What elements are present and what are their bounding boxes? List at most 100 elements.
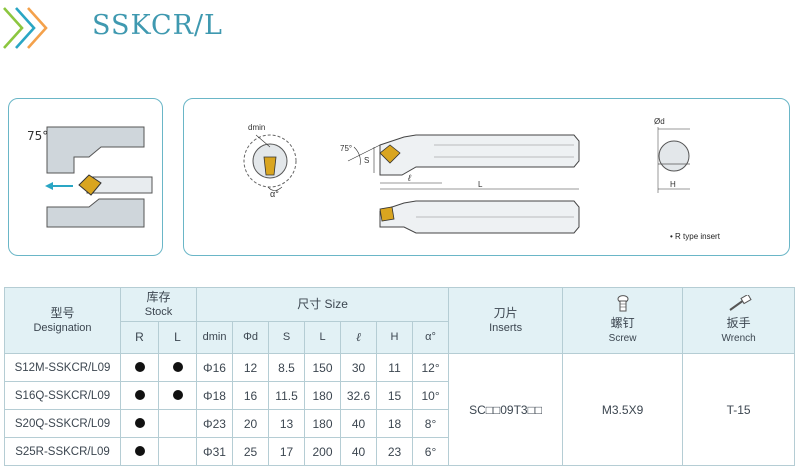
h-cell: 11	[376, 353, 414, 382]
feed-arrow-icon	[45, 182, 53, 190]
s-cell: 8.5	[268, 353, 306, 382]
d-cell: 25	[232, 437, 270, 466]
h-label: H	[670, 180, 676, 189]
od-label: Ød	[654, 117, 665, 126]
dmin-leader	[255, 134, 271, 148]
page-title: SSKCR/L	[92, 10, 223, 41]
in-stock-dot-icon	[134, 417, 145, 428]
screw-cell: M3.5X9	[562, 353, 684, 466]
workpiece-lower	[46, 198, 145, 228]
dmin-cell: Φ31	[196, 437, 234, 466]
stock-header: 库存 Stock	[119, 287, 198, 322]
r-stock-cell	[120, 353, 159, 382]
in-stock-dot-icon	[172, 361, 183, 372]
approach-angle-label: 75°	[27, 129, 49, 143]
r-stock-cell	[120, 409, 159, 438]
shank-cross-section	[658, 140, 690, 172]
wrench-icon	[728, 295, 752, 311]
insert-top-icon	[379, 206, 395, 222]
stock-r-header: R	[120, 321, 159, 354]
insert-cell: SC□□09T3□□	[448, 353, 564, 466]
ell-cell: 32.6	[340, 381, 378, 410]
inserts-header-cn: 刀片	[493, 305, 518, 320]
table-row: S16Q-SSKCR/L09 Φ18 16 11.5 180 32.6 15 1…	[4, 381, 795, 410]
ell-header: ℓ	[340, 321, 378, 354]
designation-header-en: Designation	[33, 321, 92, 334]
screw-header-en: Screw	[608, 333, 637, 344]
insert-type-note: • R type insert	[670, 232, 720, 241]
length-cell: 180	[304, 381, 342, 410]
alpha-cell: 6°	[412, 437, 450, 466]
insert-side-icon	[379, 144, 401, 164]
alpha-cell: 8°	[412, 409, 450, 438]
l-stock-cell	[157, 381, 198, 410]
alpha-arc	[267, 186, 283, 191]
dmin-header: dmin	[196, 321, 234, 354]
s-cell: 11.5	[268, 381, 306, 410]
dmin-label: dmin	[248, 123, 265, 132]
table-row: S12M-SSKCR/L09 Φ16 12 8.5 150 30 11 12° …	[4, 353, 796, 466]
inserts-header-en: Inserts	[489, 321, 523, 334]
s-header: S	[268, 321, 306, 354]
chevron-blue-icon	[15, 7, 36, 49]
tool-angle-label: 75°	[340, 144, 352, 153]
table-row: S25R-SSKCR/L09 Φ31 25 17 200 40 23 6°	[4, 437, 795, 466]
screw-icon	[617, 295, 629, 312]
technical-drawing: dmin α° 75° S ℓ L Ød H • R type insert	[183, 98, 790, 256]
angle-guide	[347, 144, 381, 162]
l-stock-cell	[157, 353, 198, 382]
length-cell: 200	[304, 437, 342, 466]
h-cell: 15	[376, 381, 414, 410]
designation-cell: S16Q-SSKCR/L09	[4, 381, 121, 410]
ell-cell: 40	[340, 409, 378, 438]
l-stock-cell	[157, 437, 198, 466]
insert-end-view-icon	[263, 156, 277, 176]
length-header: L	[304, 321, 342, 354]
in-stock-dot-icon	[134, 361, 145, 372]
d-cell: 20	[232, 409, 270, 438]
designation-header-cn: 型号	[50, 305, 75, 320]
d-cell: 16	[232, 381, 270, 410]
length-cell: 180	[304, 409, 342, 438]
designation-cell: S12M-SSKCR/L09	[4, 353, 121, 382]
in-stock-dot-icon	[134, 445, 145, 456]
l-stock-cell	[157, 409, 198, 438]
designation-cell: S20Q-SSKCR/L09	[4, 409, 121, 438]
stock-header-en: Stock	[144, 305, 173, 318]
r-stock-cell	[120, 437, 159, 466]
ell-cell: 30	[340, 353, 378, 382]
insert-icon	[78, 174, 102, 196]
dmin-circle	[243, 134, 297, 188]
designation-header: 型号 Designation	[4, 287, 121, 354]
ell-cell: 40	[340, 437, 378, 466]
l-label: L	[478, 180, 483, 189]
h-header: H	[376, 321, 414, 354]
wrench-cell: T-15	[682, 353, 796, 466]
r-stock-cell	[120, 381, 159, 410]
h-cell: 18	[376, 409, 414, 438]
s-cell: 17	[268, 437, 306, 466]
workpiece-upper	[46, 126, 145, 174]
dmin-cell: Φ18	[196, 381, 234, 410]
stock-header-cn: 库存	[146, 289, 171, 304]
specification-table: 型号 Designation 库存 Stock 尺寸 Size 刀片 Inser…	[4, 287, 796, 466]
dmin-cell: Φ16	[196, 353, 234, 382]
ell-label: ℓ	[407, 173, 411, 183]
wrench-header: 扳手 Wrench	[682, 287, 796, 354]
alpha-header: α°	[412, 321, 450, 354]
stock-l-header: L	[157, 321, 198, 354]
s-label: S	[364, 156, 369, 165]
wrench-header-cn: 扳手	[726, 316, 751, 330]
chevron-orange-icon	[27, 7, 48, 49]
d-header: Φd	[232, 321, 270, 354]
alpha-cell: 10°	[412, 381, 450, 410]
tool-in-use-illustration: 75°	[8, 98, 163, 256]
table-row: S20Q-SSKCR/L09 Φ23 20 13 180 40 18 8°	[4, 409, 795, 438]
inserts-header: 刀片 Inserts	[448, 287, 564, 354]
wrench-header-en: Wrench	[721, 333, 756, 344]
size-header: 尺寸 Size	[196, 287, 450, 322]
screw-header-cn: 螺钉	[610, 316, 635, 330]
alpha-cell: 12°	[412, 353, 450, 382]
h-cell: 23	[376, 437, 414, 466]
dmin-cell: Φ23	[196, 409, 234, 438]
